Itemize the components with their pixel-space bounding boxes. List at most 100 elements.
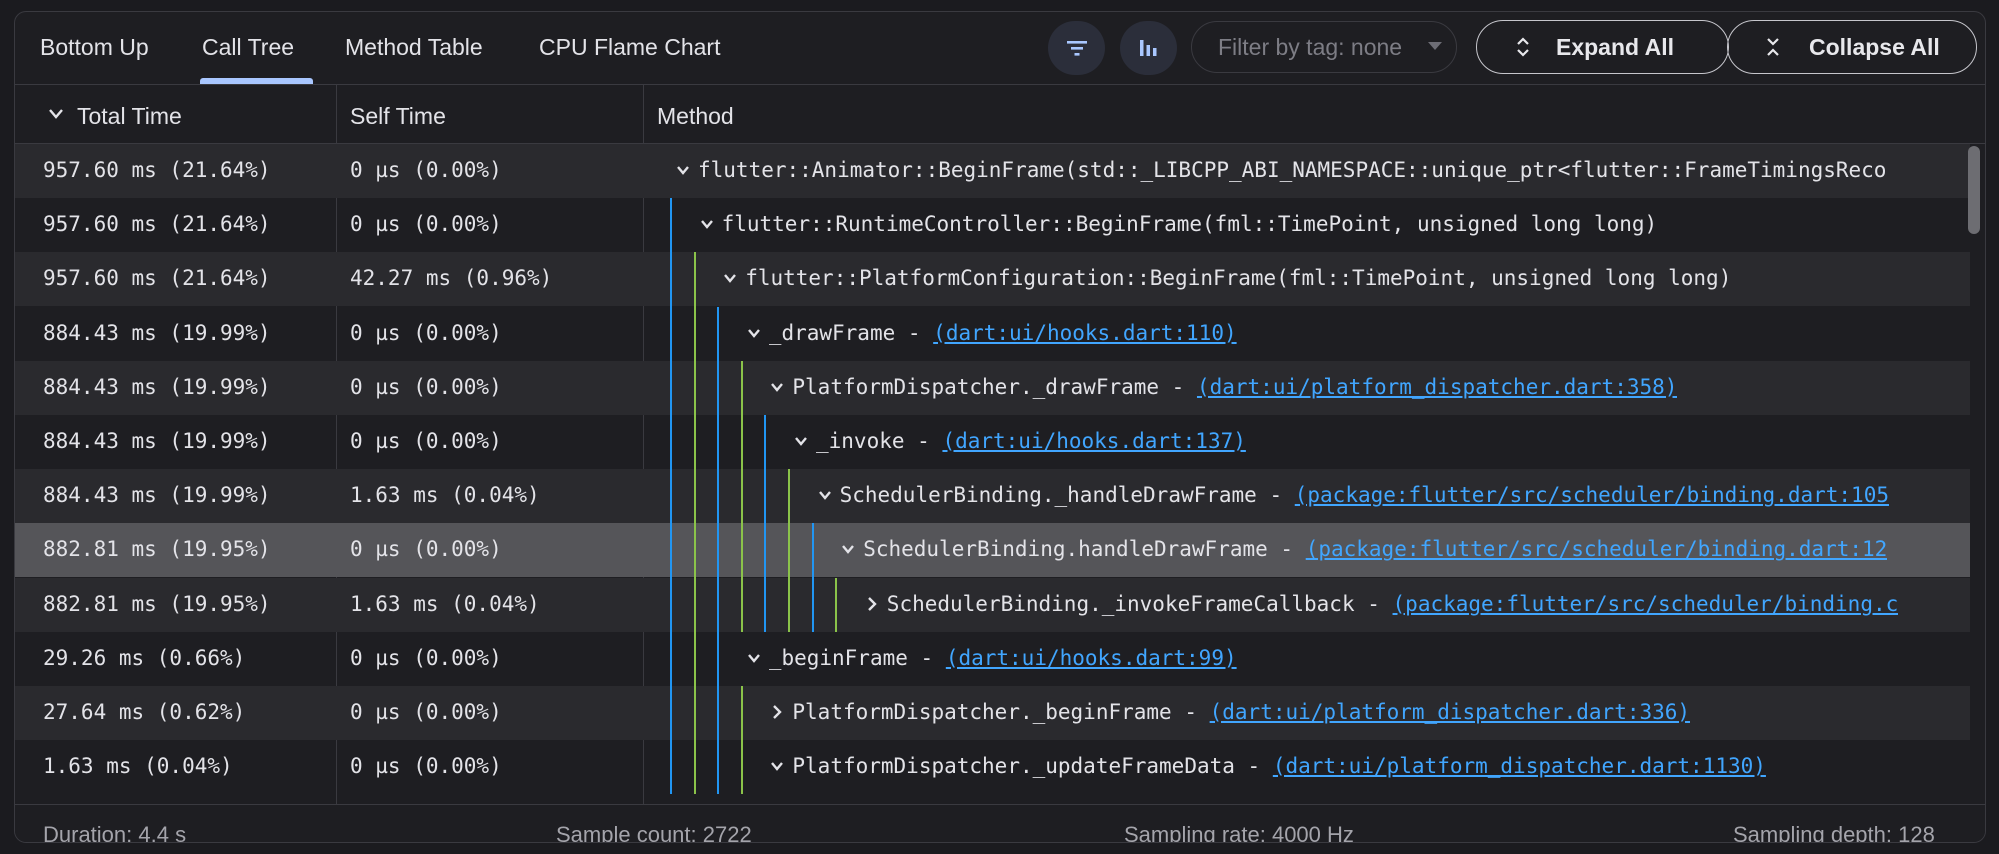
chevron-down-icon[interactable] <box>699 216 715 232</box>
tree-guide-line <box>740 415 743 470</box>
chevron-down-icon[interactable] <box>675 162 691 178</box>
tree-guide-line <box>764 577 767 632</box>
tree-guide-line <box>693 360 696 415</box>
method-name: PlatformDispatcher._updateFrameData - <box>792 754 1273 779</box>
expand-all-button[interactable]: Expand All <box>1476 20 1729 74</box>
source-location-link[interactable]: (dart:ui/platform_dispatcher.dart:1130) <box>1272 754 1766 779</box>
table-row[interactable]: 1.63 ms (0.04%)0 µs (0.00%)PlatformDispa… <box>15 740 1970 795</box>
table-row[interactable]: 884.43 ms (19.99%)0 µs (0.00%)PlatformDi… <box>15 360 1970 415</box>
method-cell: PlatformDispatcher._drawFrame - (dart:ui… <box>792 375 1677 399</box>
source-location-link[interactable]: (package:flutter/src/scheduler/binding.d… <box>1305 537 1888 562</box>
table-row[interactable]: 29.26 ms (0.66%)0 µs (0.00%)_beginFrame … <box>15 631 1970 686</box>
sampling-rate-text: Sampling rate: 4000 Hz <box>1124 822 1354 843</box>
dropdown-caret-icon <box>1428 42 1442 50</box>
tree-guide-line <box>740 740 743 795</box>
tree-guide-line <box>693 631 696 686</box>
column-divider <box>643 85 644 804</box>
chevron-right-icon[interactable] <box>864 596 880 612</box>
tree-guide-line <box>740 577 743 632</box>
bar-chart-icon <box>1139 40 1156 56</box>
vertical-scrollbar[interactable] <box>1968 146 1980 234</box>
method-name: flutter::PlatformConfiguration::BeginFra… <box>745 266 1732 291</box>
tree-guide-line <box>670 631 672 686</box>
display-settings-button[interactable] <box>1120 21 1177 75</box>
tree-guide-line <box>693 523 696 578</box>
filter-by-tag-dropdown[interactable]: Filter by tag: none <box>1191 21 1457 73</box>
total-time-cell: 957.60 ms (21.64%) <box>43 158 271 182</box>
filter-button[interactable] <box>1048 21 1105 75</box>
method-cell: flutter::Animator::BeginFrame(std::_LIBC… <box>698 158 1886 182</box>
table-row[interactable]: 884.43 ms (19.99%)0 µs (0.00%)_drawFrame… <box>15 306 1970 361</box>
expand-all-label: Expand All <box>1556 33 1674 60</box>
self-time-cell: 0 µs (0.00%) <box>350 700 502 724</box>
tree-guide-line <box>764 469 767 524</box>
self-time-cell: 1.63 ms (0.04%) <box>350 483 540 508</box>
chevron-down-icon[interactable] <box>746 325 762 341</box>
table-row[interactable]: 882.81 ms (19.95%)0 µs (0.00%)SchedulerB… <box>15 523 1970 578</box>
chevron-down-icon[interactable] <box>746 650 762 666</box>
source-location-link[interactable]: (dart:ui/platform_dispatcher.dart:336) <box>1209 700 1691 724</box>
source-location-link[interactable]: (package:flutter/src/scheduler/binding.c <box>1392 591 1899 616</box>
tree-guide-line <box>764 415 767 470</box>
table-row[interactable]: 957.60 ms (21.64%)42.27 ms (0.96%)flutte… <box>15 252 1970 307</box>
table-row[interactable]: 27.64 ms (0.62%)0 µs (0.00%)PlatformDisp… <box>15 686 1970 741</box>
tree-guide-line <box>811 577 814 632</box>
self-time-cell: 0 µs (0.00%) <box>350 158 502 182</box>
total-time-cell: 957.60 ms (21.64%) <box>43 266 271 291</box>
tree-guide-line <box>717 577 720 632</box>
table-row[interactable]: 957.60 ms (21.64%) 0 µs (0.00%) flutter::A… <box>15 144 1970 198</box>
source-location-link[interactable]: (package:flutter/src/scheduler/binding.d… <box>1294 483 1889 508</box>
tree-guide-line <box>788 523 790 578</box>
tree-guide-line <box>740 360 743 415</box>
total-time-cell: 884.43 ms (19.99%) <box>43 320 271 345</box>
self-time-cell: 0 µs (0.00%) <box>350 212 502 237</box>
tab-bottom-up[interactable]: Bottom Up <box>40 34 149 60</box>
method-cell: flutter::RuntimeController::BeginFrame(f… <box>722 212 1658 236</box>
method-name: _invoke - <box>816 429 943 453</box>
total-time-cell: 884.43 ms (19.99%) <box>43 483 271 508</box>
table-header: Total Time Self Time Method <box>15 85 1985 144</box>
tab-call-tree[interactable]: Call Tree <box>202 34 295 60</box>
chevron-down-icon[interactable] <box>722 270 738 286</box>
collapse-all-button[interactable]: Collapse All <box>1727 20 1977 74</box>
self-time-cell: 0 µs (0.00%) <box>350 374 502 399</box>
chevron-down-icon[interactable] <box>769 379 785 395</box>
tree-guide-line <box>670 360 672 415</box>
source-location-link[interactable]: (dart:ui/hooks.dart:137) <box>942 429 1246 453</box>
column-header-method[interactable]: Method <box>657 103 734 129</box>
column-header-self-time[interactable]: Self Time <box>350 103 446 129</box>
tree-guide-line <box>788 469 790 524</box>
column-header-total-time[interactable]: Total Time <box>77 103 182 129</box>
table-row[interactable]: 957.60 ms (21.64%) 0 µs (0.00%) flutter::R… <box>15 198 1970 253</box>
tab-cpu-flame-chart[interactable]: CPU Flame Chart <box>539 34 721 60</box>
method-cell: SchedulerBinding._invokeFrameCallback - … <box>887 592 1898 616</box>
tab-method-table[interactable]: Method Table <box>345 34 483 60</box>
table-row[interactable]: 884.43 ms (19.99%)0 µs (0.00%)_invoke - … <box>15 415 1970 470</box>
method-name: SchedulerBinding._invokeFrameCallback - <box>886 591 1393 616</box>
chevron-down-icon[interactable] <box>793 433 809 449</box>
tree-guide-line <box>788 577 790 632</box>
tree-guide-line <box>670 252 672 307</box>
total-time-cell: 957.60 ms (21.64%) <box>43 212 271 237</box>
table-row[interactable]: 882.81 ms (19.95%)1.63 ms (0.04%)Schedul… <box>15 577 1970 632</box>
method-cell: _beginFrame - (dart:ui/hooks.dart:99) <box>769 646 1237 670</box>
source-location-link[interactable]: (dart:ui/hooks.dart:99) <box>945 645 1237 670</box>
tree-guide-line <box>693 469 696 524</box>
chevron-down-icon[interactable] <box>769 758 785 774</box>
source-location-link[interactable]: (dart:ui/platform_dispatcher.dart:358) <box>1196 374 1678 399</box>
tree-guide-line <box>670 306 672 361</box>
self-time-cell: 0 µs (0.00%) <box>350 754 502 779</box>
source-location-link[interactable]: (dart:ui/hooks.dart:110) <box>933 320 1237 345</box>
tree-guide-line <box>693 415 696 470</box>
method-name: SchedulerBinding._handleDrawFrame - <box>839 483 1295 508</box>
chevron-down-icon[interactable] <box>817 487 833 503</box>
chevron-down-icon[interactable] <box>840 541 856 557</box>
collapse-all-label: Collapse All <box>1809 33 1940 60</box>
tree-guide-line <box>693 306 696 361</box>
chevron-right-icon[interactable] <box>769 704 785 720</box>
tree-guide-line <box>740 523 743 578</box>
table-row[interactable]: 884.43 ms (19.99%) 1.63 ms (0.04%) Schedul… <box>15 469 1970 524</box>
tree-guide-line <box>740 469 743 524</box>
tree-guide-line <box>717 415 720 470</box>
active-tab-indicator <box>200 78 313 84</box>
